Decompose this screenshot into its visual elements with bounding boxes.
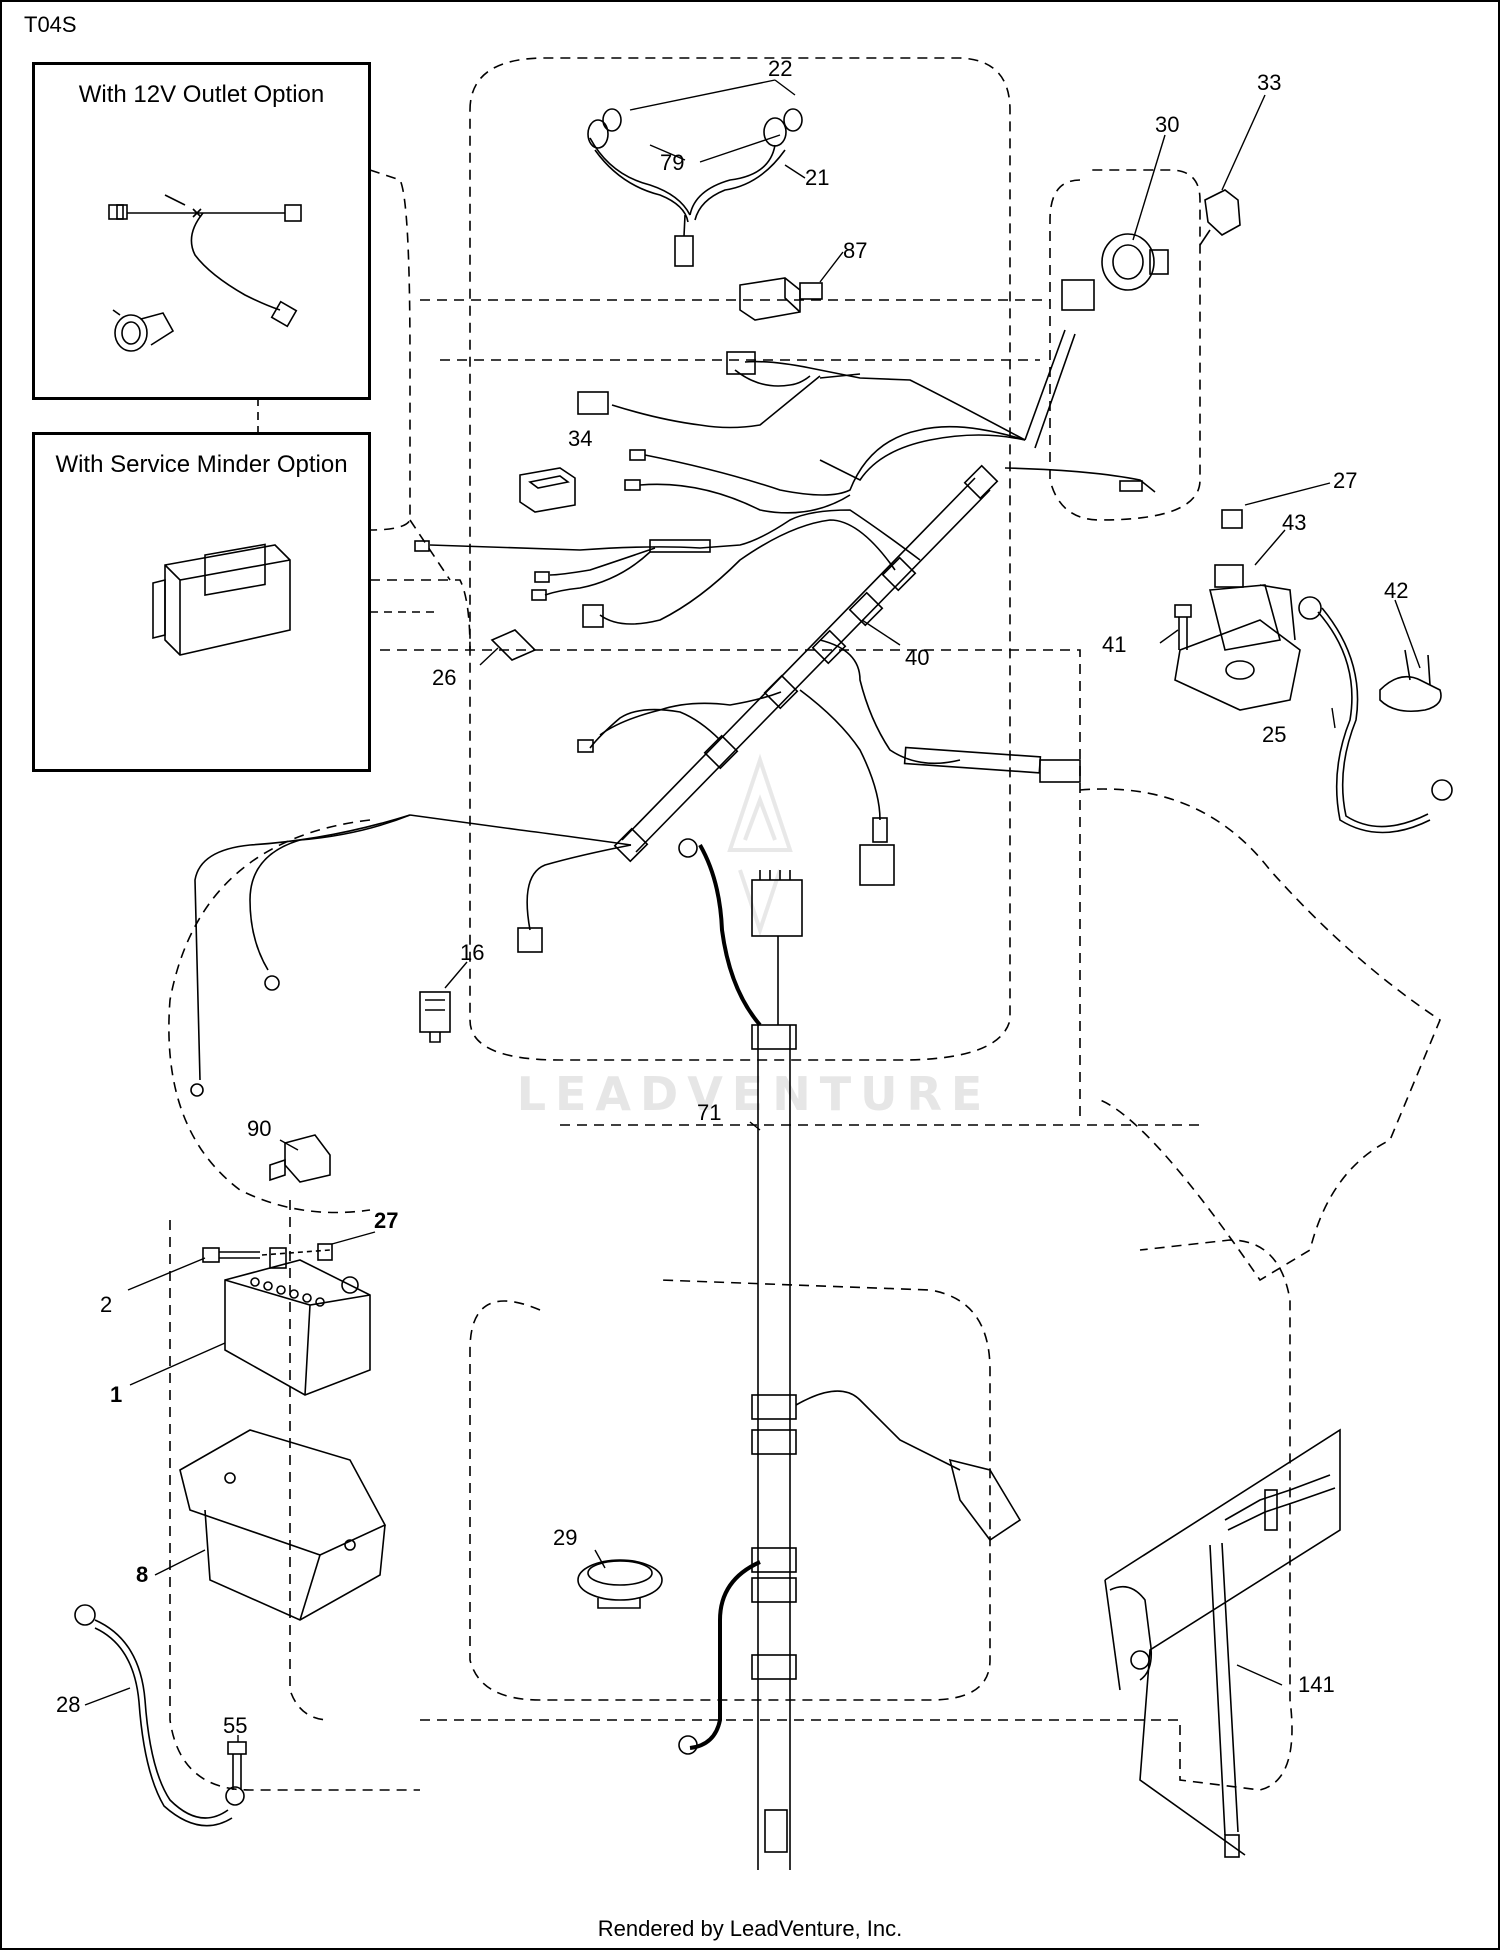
right-fender-outline (1049, 169, 1201, 521)
front-axle-outline (380, 649, 1081, 1120)
main-wiring-harness (190, 279, 1156, 1097)
option-connectors (257, 398, 440, 613)
callout-141: 141 (1298, 1672, 1335, 1697)
left-fender-outline (369, 169, 411, 531)
callout-8: 8 (136, 1562, 148, 1587)
watermark-text: LEADVENTURE (517, 1067, 992, 1121)
deck-outline (469, 1279, 991, 1701)
callout-79: 79 (660, 150, 684, 175)
footer-credit: Rendered by LeadVenture, Inc. (597, 1916, 903, 1941)
ignition-switch (1101, 233, 1169, 291)
callout-41: 41 (1102, 632, 1126, 657)
outlet-harness-drawing (108, 194, 302, 352)
callout-42: 42 (1384, 578, 1408, 603)
right-wheel-outline (1079, 788, 1441, 1282)
battery (224, 1247, 371, 1396)
left-rear-outline (289, 1200, 331, 1721)
headlight-assembly (587, 108, 803, 267)
callout-33: 33 (1257, 70, 1281, 95)
callout-26: 26 (432, 665, 456, 690)
callout-87: 87 (843, 238, 867, 263)
starter-solenoid (1174, 509, 1301, 711)
seat-switch-harness (1104, 1428, 1341, 1858)
callout-55: 55 (223, 1713, 247, 1738)
callout-22: 22 (768, 56, 792, 81)
callout-30: 30 (1155, 112, 1179, 137)
option-title-service-minder: With Service Minder Option (55, 451, 348, 478)
mounting-bolt (1174, 604, 1192, 650)
page-code: T04S (24, 12, 77, 37)
service-minder-drawing (152, 543, 291, 656)
battery-cable-positive (1298, 596, 1453, 834)
battery-bolt (202, 1243, 333, 1263)
harness-trunk-b (635, 489, 991, 853)
left-wheel-outline (168, 819, 371, 1214)
callout-90: 90 (247, 1116, 271, 1141)
callout-34: 34 (568, 426, 592, 451)
option-box-12v-outlet: With 12V Outlet Option (32, 62, 371, 400)
callout-40: 40 (905, 645, 929, 670)
harness-trunk-a (621, 477, 976, 841)
callout-29: 29 (553, 1525, 577, 1550)
callout-2: 2 (100, 1292, 112, 1317)
grommet (577, 1559, 663, 1609)
terminal-boot (1379, 649, 1442, 713)
leader-lines (84, 79, 1421, 1742)
callout-25: 25 (1262, 722, 1286, 747)
rear-frame-outline (169, 1220, 1293, 1791)
callout-27-upper: 27 (1333, 468, 1357, 493)
callout-27-lower: 27 (374, 1208, 398, 1233)
dash-panel-outline (420, 299, 1050, 361)
battery-cable-negative (74, 1604, 245, 1827)
footrest-outline (370, 579, 471, 651)
callout-21: 21 (805, 165, 829, 190)
switch-90 (269, 1134, 331, 1183)
callout-16: 16 (460, 940, 484, 965)
steering-column-outline (409, 519, 451, 581)
hood-outline (469, 57, 1011, 1061)
relay (739, 277, 823, 321)
callout-43: 43 (1282, 510, 1306, 535)
rocker-switch (519, 467, 576, 513)
option-box-service-minder: With Service Minder Option (32, 432, 371, 772)
engine-harness (678, 838, 1022, 1870)
watermark-logo (727, 753, 793, 937)
battery-tray (179, 1429, 387, 1621)
ignition-key (1199, 189, 1241, 246)
tractor-outline (168, 57, 1441, 1791)
callout-1: 1 (110, 1382, 122, 1407)
option-title-12v-outlet: With 12V Outlet Option (78, 81, 325, 108)
ground-bolt (227, 1741, 247, 1790)
callout-71: 71 (697, 1100, 721, 1125)
callout-28: 28 (56, 1692, 80, 1717)
fuse (490, 629, 537, 661)
interlock-switch (419, 991, 451, 1043)
